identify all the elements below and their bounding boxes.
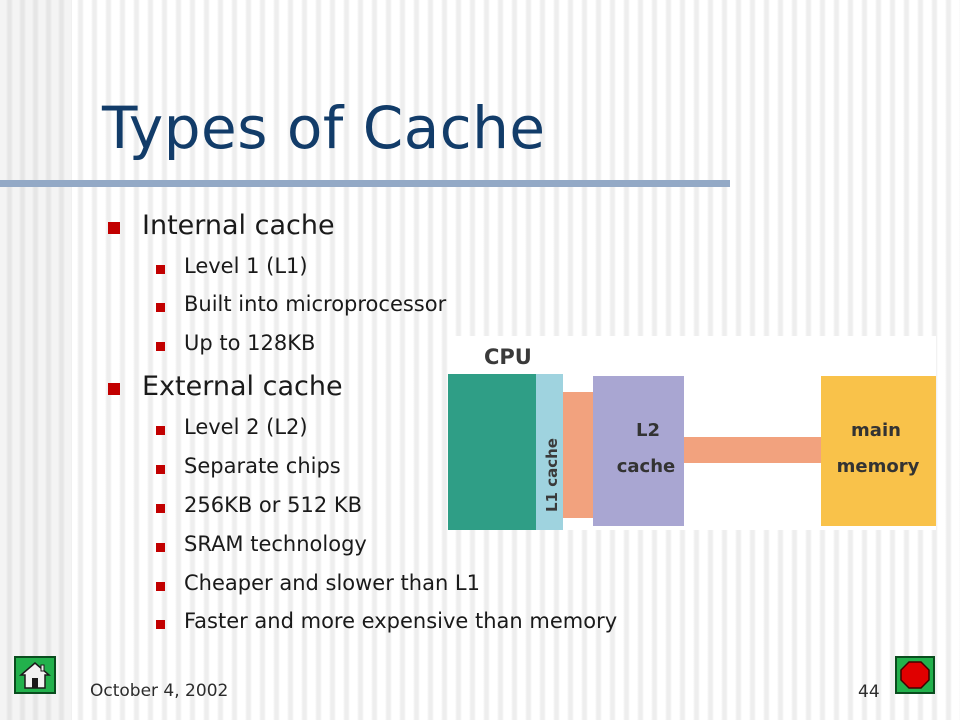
cache-diagram-svg: CPU L1 cache L2 cache main memory bbox=[448, 336, 936, 530]
sub-bullet-cheaper-and-slower: Cheaper and slower than L1 bbox=[184, 571, 480, 595]
bullet-internal-cache: Internal cache bbox=[142, 210, 335, 241]
slide-title: Types of Cache bbox=[102, 94, 546, 162]
sub-bullet-marker bbox=[156, 582, 165, 591]
l1-l2-connector bbox=[563, 392, 593, 518]
sub-bullet-faster-and-more-expensive: Faster and more expensive than memory bbox=[184, 609, 618, 633]
bullet-marker bbox=[108, 383, 120, 395]
bullet-marker bbox=[108, 222, 120, 234]
stop-icon bbox=[900, 661, 930, 689]
sub-bullet-separate-chips: Separate chips bbox=[184, 454, 341, 478]
sub-bullet-marker bbox=[156, 342, 165, 351]
sub-bullet-built-into-microprocessor: Built into microprocessor bbox=[184, 292, 447, 316]
sub-bullet-level1: Level 1 (L1) bbox=[184, 254, 308, 278]
home-button[interactable] bbox=[14, 656, 56, 694]
bullet-external-cache: External cache bbox=[142, 371, 343, 402]
main-label: main bbox=[851, 420, 901, 441]
main-memory-block bbox=[821, 376, 936, 526]
l2-cache-label: cache bbox=[617, 456, 676, 477]
l1-cache-block bbox=[536, 374, 563, 530]
page-number: 44 bbox=[858, 682, 880, 702]
sub-bullet-marker bbox=[156, 620, 165, 629]
slide-left-strip bbox=[0, 0, 72, 720]
sub-bullet-marker bbox=[156, 543, 165, 552]
cpu-block bbox=[448, 374, 536, 530]
sub-bullet-level2: Level 2 (L2) bbox=[184, 415, 308, 439]
sub-bullet-marker bbox=[156, 426, 165, 435]
sub-bullet-up-to-128kb: Up to 128KB bbox=[184, 331, 316, 355]
sub-bullet-256kb-or-512kb: 256KB or 512 KB bbox=[184, 493, 363, 517]
home-icon bbox=[18, 662, 52, 689]
sub-bullet-sram-technology: SRAM technology bbox=[184, 532, 367, 556]
memory-label: memory bbox=[837, 456, 920, 477]
cache-diagram: CPU L1 cache L2 cache main memory bbox=[448, 336, 936, 530]
footer-date: October 4, 2002 bbox=[90, 681, 229, 701]
title-underline bbox=[0, 180, 730, 187]
l2-cache-block bbox=[593, 376, 684, 526]
sub-bullet-marker bbox=[156, 465, 165, 474]
sub-bullet-marker bbox=[156, 265, 165, 274]
sub-bullet-marker bbox=[156, 303, 165, 312]
l2-label: L2 bbox=[636, 420, 660, 441]
l2-memory-connector bbox=[684, 437, 821, 463]
l1-cache-label: L1 cache bbox=[543, 438, 561, 512]
sub-bullet-marker bbox=[156, 504, 165, 513]
cpu-label: CPU bbox=[484, 345, 532, 369]
stop-button[interactable] bbox=[895, 656, 935, 694]
